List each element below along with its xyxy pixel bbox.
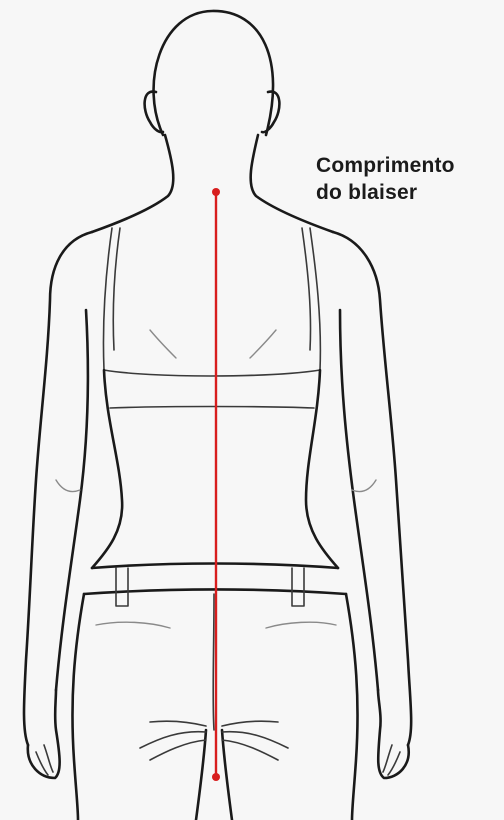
label-line-1: Comprimento — [316, 152, 502, 179]
bra-band-top — [104, 370, 320, 376]
bra-strap-left-inner — [113, 228, 120, 350]
torso-right-side — [306, 370, 338, 568]
belt-loop-left — [116, 568, 128, 606]
seat-fold-left — [140, 721, 206, 760]
left-hand — [28, 690, 60, 778]
left-shoulder-blade — [150, 330, 176, 358]
right-shoulder-blade — [250, 330, 276, 358]
belt-loop-right — [292, 568, 304, 606]
measure-end-dot — [212, 773, 220, 781]
blazer-length-label: Comprimento do blaiser — [316, 152, 502, 206]
bra-strap-left — [103, 228, 112, 370]
inner-leg-left — [196, 730, 206, 820]
torso-left-side — [92, 370, 122, 568]
center-seam — [213, 594, 214, 730]
left-arm-inner — [56, 310, 88, 690]
left-fingers — [36, 745, 53, 775]
hip-left — [72, 594, 84, 820]
bra-strap-right — [310, 228, 320, 370]
left-elbow-shade — [56, 480, 80, 492]
measure-start-dot — [212, 188, 220, 196]
label-line-2: do blaiser — [316, 179, 502, 206]
pocket-left — [96, 622, 170, 628]
pocket-right — [266, 622, 336, 628]
head-outline — [154, 11, 273, 135]
right-fingers — [383, 745, 400, 775]
right-elbow-shade — [352, 480, 376, 492]
bra-band-bottom — [110, 407, 314, 409]
right-arm-inner — [340, 310, 378, 690]
seat-fold-right — [222, 721, 288, 760]
right-arm-outer — [333, 232, 411, 745]
right-hand — [378, 690, 409, 778]
inner-leg-right — [222, 730, 232, 820]
neck-left — [92, 135, 173, 232]
bra-strap-right-inner — [302, 228, 311, 350]
hip-right — [346, 594, 358, 820]
